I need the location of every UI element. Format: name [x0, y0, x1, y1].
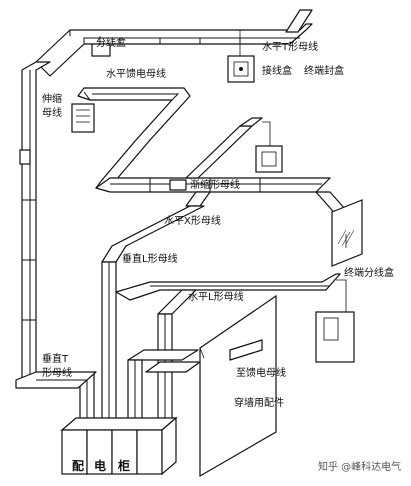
label-wall-fitting: 穿墙用配件	[234, 396, 284, 409]
label-junction-box: 分线盒	[96, 36, 126, 49]
left-vertical-busway	[19, 61, 51, 381]
label-horizontal-x: 水平X形母线	[164, 214, 221, 227]
expansion-joint	[19, 149, 31, 165]
top-horizontal-busway	[35, 9, 313, 77]
label-horizontal-t: 水平T形母线	[262, 40, 318, 53]
label-vertical-t-line2: 形母线	[42, 366, 72, 379]
middle-horizontal-busway	[95, 177, 331, 193]
label-terminal-box: 接线盒	[262, 64, 292, 77]
end-tap-box	[315, 311, 355, 363]
vertical-l-busway	[101, 205, 205, 421]
cabinet-1	[61, 429, 88, 475]
lower-busways	[79, 349, 201, 421]
label-reducer: 渐缩形母线	[190, 178, 240, 191]
horizontal-l-busway	[115, 273, 355, 363]
label-expansion: 伸缩	[42, 92, 62, 105]
cabinet-3	[111, 429, 138, 475]
horizontal-x-busway	[185, 191, 363, 267]
cabinet-2	[86, 429, 113, 475]
distribution-cabinets	[60, 416, 178, 476]
terminal-box-top	[227, 30, 255, 83]
label-end-cap: 终端封盒	[304, 64, 344, 77]
label-cabinet-2: 电	[94, 458, 106, 473]
wall-panel	[199, 294, 277, 478]
feeder-box-left	[71, 103, 95, 133]
vertical-t-busway	[15, 371, 97, 389]
horizontal-feeder-busway	[71, 87, 191, 189]
terminal-box-middle	[255, 145, 283, 173]
reducer	[169, 179, 187, 191]
label-cabinet-3: 柜	[117, 458, 130, 473]
to-feeder-fitting	[229, 339, 263, 361]
label-to-feeder: 至馈电母线	[236, 366, 286, 379]
wall-panel-right	[331, 199, 363, 267]
label-vertical-l: 垂直L形母线	[122, 252, 178, 265]
watermark: 知乎 @峰科达电气	[318, 460, 401, 473]
upper-right-branch	[185, 117, 283, 179]
label-vertical-t-line1: 垂直T	[42, 352, 69, 365]
label-horizontal-l: 水平L形母线	[188, 290, 244, 303]
junction-box	[91, 36, 111, 57]
cabinet-4	[136, 429, 163, 475]
label-horizontal-feeder: 水平馈电母线	[106, 67, 166, 80]
label-end-tap-box: 终端分线盒	[344, 266, 394, 279]
label-cabinet-1: 配	[72, 458, 84, 473]
label-busway: 母线	[42, 106, 62, 119]
